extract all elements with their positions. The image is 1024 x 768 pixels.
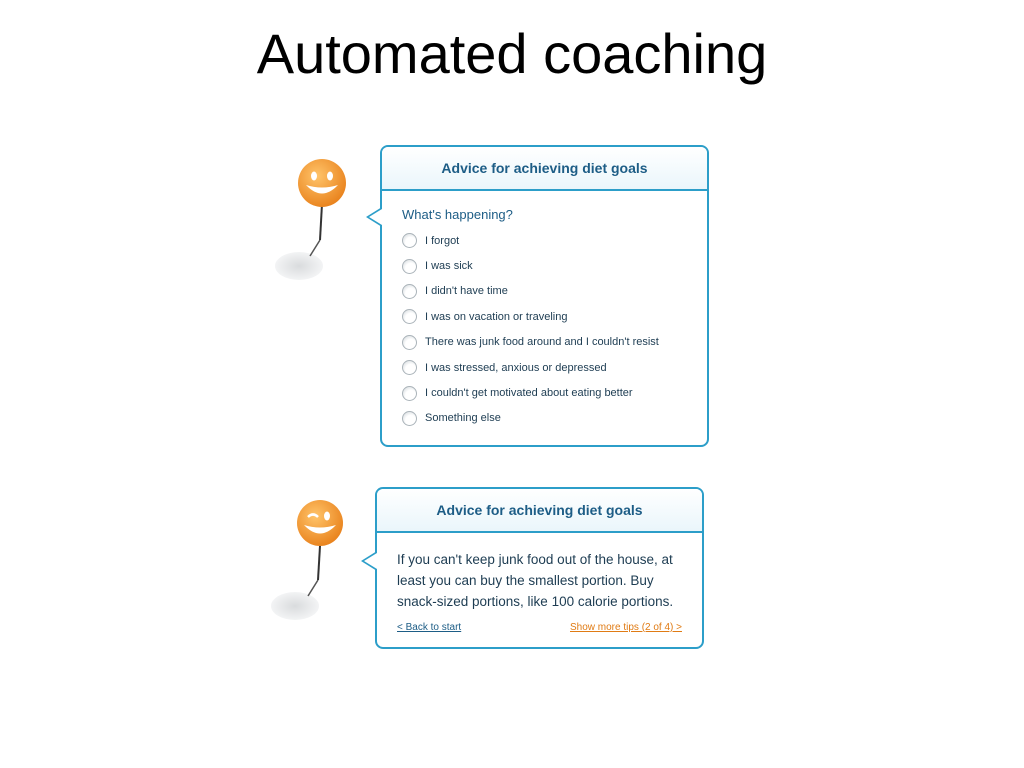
winking-smiley-pin-icon — [268, 498, 378, 638]
advice-text: If you can't keep junk food out of the h… — [397, 552, 674, 609]
question-label: What's happening? — [402, 207, 513, 222]
slide-title: Automated coaching — [256, 22, 768, 85]
radio-button-icon[interactable] — [402, 334, 417, 350]
option-something-else[interactable]: Something else — [402, 406, 707, 431]
radio-button-icon[interactable] — [402, 385, 417, 401]
option-no-time[interactable]: I didn't have time — [402, 279, 707, 304]
radio-button-icon[interactable] — [402, 283, 417, 299]
option-vacation[interactable]: I was on vacation or traveling — [402, 304, 707, 329]
panel-navigation: < Back to start Show more tips (2 of 4) … — [397, 622, 682, 633]
option-label: I was sick — [425, 260, 473, 273]
option-stressed[interactable]: I was stressed, anxious or depressed — [402, 355, 707, 380]
option-junk-food[interactable]: There was junk food around and I couldn'… — [402, 330, 707, 355]
option-sick[interactable]: I was sick — [402, 253, 707, 278]
option-label: I couldn't get motivated about eating be… — [425, 387, 633, 400]
options-list: I forgot I was sick I didn't have time I… — [402, 228, 707, 431]
option-label: Something else — [425, 412, 501, 425]
radio-button-icon[interactable] — [402, 309, 417, 325]
radio-button-icon[interactable] — [402, 410, 417, 426]
radio-button-icon[interactable] — [402, 233, 417, 249]
back-to-start-link[interactable]: < Back to start — [397, 622, 462, 633]
option-forgot[interactable]: I forgot — [402, 228, 707, 253]
diet-goals-advice-panel: Advice for achieving diet goals If you c… — [361, 487, 704, 649]
option-label: There was junk food around and I couldn'… — [425, 336, 659, 349]
speech-pointer — [361, 551, 377, 571]
option-label: I was stressed, anxious or depressed — [425, 361, 607, 374]
radio-button-icon[interactable] — [402, 258, 417, 274]
option-label: I was on vacation or traveling — [425, 310, 568, 323]
panel-header: Advice for achieving diet goals — [377, 489, 702, 533]
show-more-tips-link[interactable]: Show more tips (2 of 4) > — [570, 622, 682, 633]
smiley-pin-icon — [272, 156, 382, 296]
speech-pointer — [366, 207, 382, 227]
radio-button-icon[interactable] — [402, 360, 417, 376]
panel-header: Advice for achieving diet goals — [382, 147, 707, 191]
option-unmotivated[interactable]: I couldn't get motivated about eating be… — [402, 380, 707, 405]
option-label: I didn't have time — [425, 285, 508, 298]
option-label: I forgot — [425, 234, 460, 247]
diet-goals-question-panel: Advice for achieving diet goals What's h… — [366, 145, 709, 447]
